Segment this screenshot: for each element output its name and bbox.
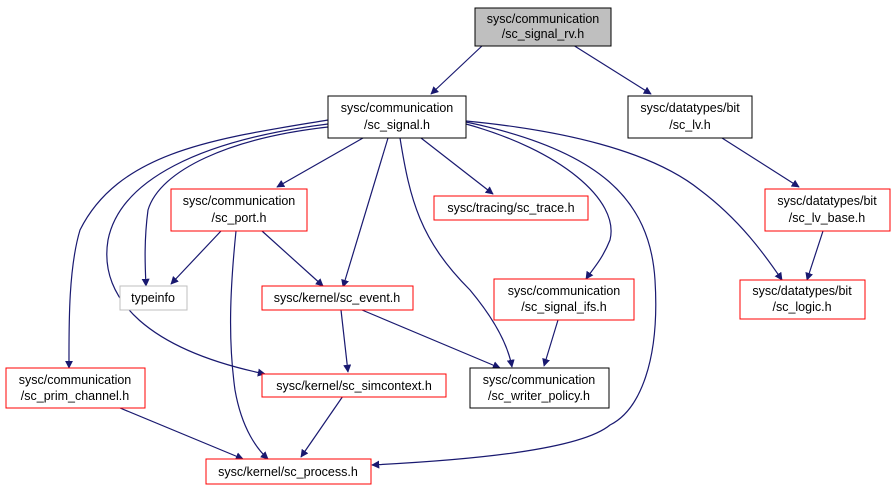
- node-label-line2: /sc_signal.h: [364, 118, 430, 132]
- edge-sc-signal-to-sc-logic: [465, 120, 783, 281]
- edge-sc-signal-to-sc-signal-ifs: [465, 123, 612, 280]
- node-typeinfo[interactable]: typeinfo: [119, 285, 188, 311]
- node-label-line2: /sc_prim_channel.h: [21, 389, 129, 403]
- node-box: [433, 195, 589, 221]
- node-label-line2: /sc_logic.h: [772, 300, 831, 314]
- node-sc-trace-h[interactable]: sysc/tracing/sc_trace.h: [433, 195, 589, 221]
- edge-root-to-sc-lv: [572, 44, 652, 95]
- edge-sc-signal-ifs-to-sc-writer-policy: [542, 319, 559, 367]
- node-sc-signal-h[interactable]: sysc/communication /sc_signal.h: [327, 95, 467, 139]
- node-sc-event-h[interactable]: sysc/kernel/sc_event.h: [261, 285, 414, 311]
- edge-root-to-sc-signal: [430, 44, 484, 95]
- node-sc-signal-rv-h[interactable]: sysc/communication /sc_signal_rv.h: [474, 7, 612, 47]
- node-label-line1: sysc/communication: [487, 12, 600, 26]
- node-label-line1: sysc/datatypes/bit: [640, 101, 740, 115]
- edge-sc-signal-to-sc-simcontext: [106, 123, 329, 377]
- node-label-line1: sysc/communication: [341, 101, 454, 115]
- edge-sc-prim-channel-to-sc-process: [119, 407, 244, 460]
- node-label-line2: /sc_signal_rv.h: [502, 27, 584, 41]
- edge-sc-event-to-sc-writer-policy: [361, 309, 501, 369]
- edge-sc-signal-to-sc-process: [371, 121, 657, 469]
- node-box: [627, 95, 753, 139]
- node-label-line1: sysc/kernel/sc_event.h: [274, 291, 400, 305]
- node-box: [261, 373, 447, 398]
- node-sc-lv-base-h[interactable]: sysc/datatypes/bit /sc_lv_base.h: [764, 188, 891, 232]
- node-sc-logic-h[interactable]: sysc/datatypes/bit /sc_logic.h: [739, 279, 866, 320]
- node-label-line1: sysc/kernel/sc_process.h: [218, 465, 358, 479]
- node-label-line1: sysc/communication: [483, 373, 596, 387]
- node-box: [764, 188, 891, 232]
- node-label-line1: sysc/communication: [508, 284, 621, 298]
- node-box: [474, 7, 612, 47]
- node-label-line1: sysc/communication: [183, 194, 296, 208]
- node-sc-writer-policy-h[interactable]: sysc/communication /sc_writer_policy.h: [469, 367, 610, 409]
- node-box: [119, 285, 188, 311]
- edge-sc-lv-to-sc-lv-base: [721, 137, 800, 188]
- node-label-line1: sysc/tracing/sc_trace.h: [447, 201, 574, 215]
- edge-sc-port-to-sc-process: [229, 230, 269, 460]
- node-label-line2: /sc_signal_ifs.h: [521, 300, 607, 314]
- node-label-line1: sysc/datatypes/bit: [777, 194, 877, 208]
- edge-sc-simcontext-to-sc-process: [300, 395, 344, 458]
- node-box: [170, 188, 308, 232]
- node-sc-port-h[interactable]: sysc/communication /sc_port.h: [170, 188, 308, 232]
- edge-sc-signal-to-sc-prim-channel: [64, 119, 329, 369]
- edges: [64, 44, 824, 469]
- edge-sc-event-to-sc-simcontext: [340, 309, 352, 373]
- node-sc-prim-channel-h[interactable]: sysc/communication /sc_prim_channel.h: [5, 367, 146, 409]
- edge-sc-lv-base-to-sc-logic: [805, 230, 824, 281]
- node-label-line1: sysc/communication: [19, 373, 132, 387]
- node-label-line1: sysc/datatypes/bit: [752, 284, 852, 298]
- node-label-line2: /sc_lv.h: [669, 118, 710, 132]
- node-sc-signal-ifs-h[interactable]: sysc/communication /sc_signal_ifs.h: [493, 278, 635, 321]
- node-label-line2: /sc_lv_base.h: [789, 211, 865, 225]
- node-box: [469, 367, 610, 409]
- node-box: [5, 367, 146, 409]
- node-box: [261, 285, 414, 311]
- edge-sc-signal-to-sc-port: [276, 137, 364, 188]
- node-box: [205, 458, 372, 485]
- edge-sc-signal-to-sc-writer-policy: [399, 137, 515, 368]
- node-label-line2: /sc_writer_policy.h: [488, 389, 590, 403]
- edge-sc-port-to-sc-event: [261, 230, 324, 287]
- node-sc-simcontext-h[interactable]: sysc/kernel/sc_simcontext.h: [261, 373, 447, 398]
- node-label-line1: sysc/kernel/sc_simcontext.h: [276, 379, 432, 393]
- node-label-line2: /sc_port.h: [212, 211, 267, 225]
- node-box: [327, 95, 467, 139]
- edge-sc-port-to-typeinfo: [170, 230, 222, 285]
- edge-sc-signal-to-sc-event: [341, 137, 389, 288]
- node-sc-lv-h[interactable]: sysc/datatypes/bit /sc_lv.h: [627, 95, 753, 139]
- edge-sc-signal-to-typeinfo: [141, 126, 329, 287]
- node-box: [493, 278, 635, 321]
- node-label-line1: typeinfo: [131, 291, 175, 305]
- nodes: sysc/communication /sc_signal_rv.h sysc/…: [5, 7, 891, 485]
- node-sc-process-h[interactable]: sysc/kernel/sc_process.h: [205, 458, 372, 485]
- edge-sc-signal-to-sc-trace: [420, 137, 494, 195]
- node-box: [739, 279, 866, 320]
